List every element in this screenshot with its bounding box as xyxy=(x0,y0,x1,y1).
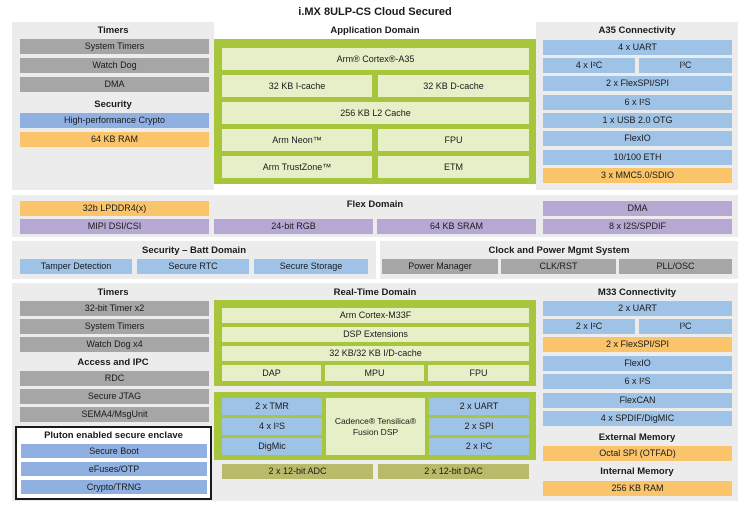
security-batt-header: Security – Batt Domain xyxy=(142,245,246,256)
a35-connectivity-header: A35 Connectivity xyxy=(598,25,676,36)
digmic-block: DigMic xyxy=(222,438,322,455)
etm-block: ETM xyxy=(378,156,529,178)
a35-mmc-block: 3 x MMC5.0/SDIO xyxy=(543,168,732,183)
timer-32bit-block: 32-bit Timer x2 xyxy=(20,301,209,316)
secure-storage-block: Secure Storage xyxy=(254,259,368,274)
pluton-header: Pluton enabled secure enclave xyxy=(44,430,183,441)
dac-block: 2 x 12-bit DAC xyxy=(378,464,529,479)
internal-memory-header: Internal Memory xyxy=(600,466,674,477)
external-memory-header: External Memory xyxy=(598,432,676,443)
system-timers-block: System Timers xyxy=(20,39,209,54)
flex-sram-block: 64 KB SRAM xyxy=(377,219,536,234)
rt-system-timers-block: System Timers xyxy=(20,319,209,334)
fusion-dsp-block xyxy=(326,398,425,455)
a35-usb-block: 1 x USB 2.0 OTG xyxy=(543,113,732,128)
timers-bottom-header: Timers xyxy=(97,287,129,298)
secure-boot-block: Secure Boot xyxy=(21,444,207,458)
watch-dog-x4-block: Watch Dog x4 xyxy=(20,337,209,352)
dma-block: DMA xyxy=(20,77,209,92)
fusion-dsp-line1: Cadence® Tensilica® xyxy=(334,416,417,427)
watch-dog-block: Watch Dog xyxy=(20,58,209,73)
a35-flexio-block: FlexIO xyxy=(543,131,732,146)
mipi-block: MIPI DSI/CSI xyxy=(20,219,209,234)
dap-block: DAP xyxy=(222,365,321,381)
secure-rtc-block: Secure RTC xyxy=(137,259,249,274)
app-domain-header: Application Domain xyxy=(330,25,420,36)
trustzone-block: Arm TrustZone™ xyxy=(222,156,372,178)
a35-i3c-block: I³C xyxy=(639,58,732,73)
icache-block: 32 KB I-cache xyxy=(222,75,372,97)
power-manager-block: Power Manager xyxy=(382,259,498,274)
rt-spi-block: 2 x SPI xyxy=(429,418,529,435)
tamper-detection-block: Tamper Detection xyxy=(20,259,132,274)
a35-i2s-block: 6 x I²S xyxy=(543,95,732,110)
octal-spi-block: Octal SPI (OTFAD) xyxy=(543,446,732,461)
a35-i2c-block: 4 x I²C xyxy=(543,58,635,73)
secure-jtag-block: Secure JTAG xyxy=(20,389,209,404)
spdif-digmic-block: 4 x SPDIF/DigMIC xyxy=(543,411,732,426)
mpu-block: MPU xyxy=(325,365,424,381)
cortex-a35-block: Arm® Cortex®-A35 xyxy=(222,48,529,70)
access-ipc-header: Access and IPC xyxy=(77,357,149,368)
i2s-spdif-block: 8 x I2S/SPDIF xyxy=(543,219,732,234)
flexcan-block: FlexCAN xyxy=(543,393,732,408)
m33-i2c-block: 2 x I²C xyxy=(543,319,635,334)
pll-osc-block: PLL/OSC xyxy=(619,259,732,274)
m33-flexspi-block: 2 x FlexSPI/SPI xyxy=(543,337,732,352)
a35-uart-block: 4 x UART xyxy=(543,40,732,55)
app-fpu-block: FPU xyxy=(378,129,529,151)
rdc-block: RDC xyxy=(20,371,209,386)
rt-i2s-block: 4 x I²S xyxy=(222,418,322,435)
dsp-extensions-block: DSP Extensions xyxy=(222,327,529,342)
l2-cache-block: 256 KB L2 Cache xyxy=(222,102,529,124)
m33-connectivity-header: M33 Connectivity xyxy=(597,287,677,298)
rt-uart-block: 2 x UART xyxy=(429,398,529,415)
m33-i2s-block: 6 x I²S xyxy=(543,374,732,389)
security-ram-block: 64 KB RAM xyxy=(20,132,209,147)
crypto-trng-block: Crypto/TRNG xyxy=(21,480,207,494)
clk-rst-block: CLK/RST xyxy=(501,259,616,274)
a35-flexspi-block: 2 x FlexSPI/SPI xyxy=(543,76,732,91)
lpddr-block: 32b LPDDR4(x) xyxy=(20,201,209,216)
neon-block: Arm Neon™ xyxy=(222,129,372,151)
tmr-block: 2 x TMR xyxy=(222,398,322,415)
a35-eth-block: 10/100 ETH xyxy=(543,150,732,165)
diagram-title: i.MX 8ULP-CS Cloud Secured xyxy=(298,6,452,18)
dcache-block: 32 KB D-cache xyxy=(378,75,529,97)
fusion-dsp-line2: Fusion DSP xyxy=(352,427,399,438)
crypto-block: High-performance Crypto xyxy=(20,113,209,128)
efuses-block: eFuses/OTP xyxy=(21,462,207,476)
m33-uart-block: 2 x UART xyxy=(543,301,732,316)
m33-i3c-block: I³C xyxy=(639,319,732,334)
flex-dma-block: DMA xyxy=(543,201,732,216)
rt-domain-header: Real-Time Domain xyxy=(333,287,417,298)
rgb-block: 24-bit RGB xyxy=(214,219,373,234)
clock-power-header: Clock and Power Mgmt System xyxy=(488,245,630,256)
m33-flexio-block: FlexIO xyxy=(543,356,732,371)
adc-block: 2 x 12-bit ADC xyxy=(222,464,373,479)
cortex-m33-block: Arm Cortex-M33F xyxy=(222,308,529,323)
timers-header: Timers xyxy=(97,25,129,36)
internal-ram-block: 256 KB RAM xyxy=(543,481,732,496)
rt-cache-block: 32 KB/32 KB I/D-cache xyxy=(222,346,529,361)
flex-domain-header: Flex Domain xyxy=(346,199,404,210)
security-header: Security xyxy=(94,99,132,110)
rt-fpu-block: FPU xyxy=(428,365,529,381)
sema4-block: SEMA4/MsgUnit xyxy=(20,407,209,422)
rt-i2c-block: 2 x I²C xyxy=(429,438,529,455)
